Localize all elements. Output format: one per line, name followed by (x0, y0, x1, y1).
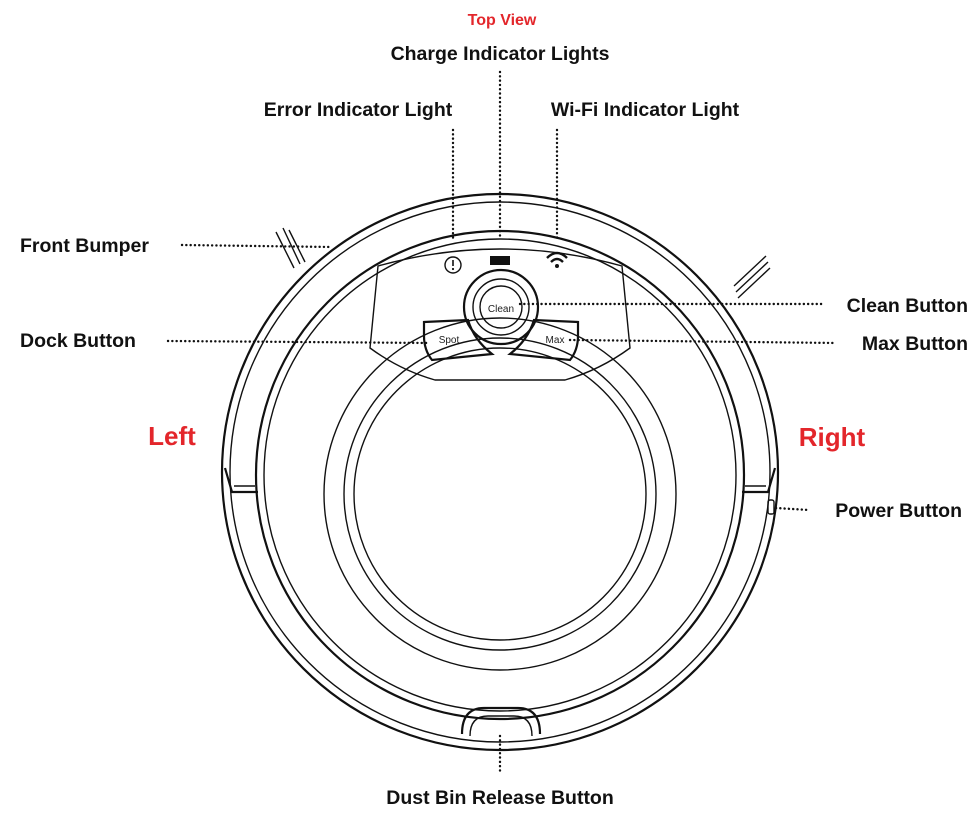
error-indicator-label: Error Indicator Light (264, 99, 453, 121)
leader-lines (166, 70, 838, 774)
power-button[interactable] (767, 499, 775, 515)
bumper-edge (223, 467, 777, 494)
wifi-indicator-label: Wi-Fi Indicator Light (551, 99, 740, 121)
right-side-brush (733, 255, 771, 299)
dock-button-callout: Dock Button (20, 330, 136, 352)
clean-button-label: Clean (488, 304, 514, 315)
right-side-label: Right (799, 422, 866, 452)
max-button-label: Max (546, 335, 565, 346)
dust-bin-release-button[interactable] (460, 706, 542, 737)
diagram-title: Top View (468, 12, 537, 29)
clean-button[interactable]: Clean (462, 268, 540, 346)
exclamation-circle-icon (444, 256, 462, 274)
max-button-callout: Max Button (862, 333, 968, 355)
battery-bar-icon (490, 256, 510, 265)
charge-indicator-label: Charge Indicator Lights (391, 43, 610, 65)
clean-button-callout: Clean Button (847, 295, 968, 317)
left-side-brush (275, 227, 306, 269)
spot-button-label: Spot (439, 335, 460, 346)
spot-button[interactable]: Spot (422, 318, 495, 362)
robot-body (220, 192, 780, 752)
max-button[interactable]: Max (507, 318, 580, 362)
dust-bin-release-callout: Dust Bin Release Button (386, 787, 614, 809)
wifi-icon (546, 251, 568, 268)
left-side-label: Left (148, 421, 196, 451)
power-button-callout: Power Button (835, 500, 962, 522)
front-bumper-label: Front Bumper (20, 235, 149, 257)
